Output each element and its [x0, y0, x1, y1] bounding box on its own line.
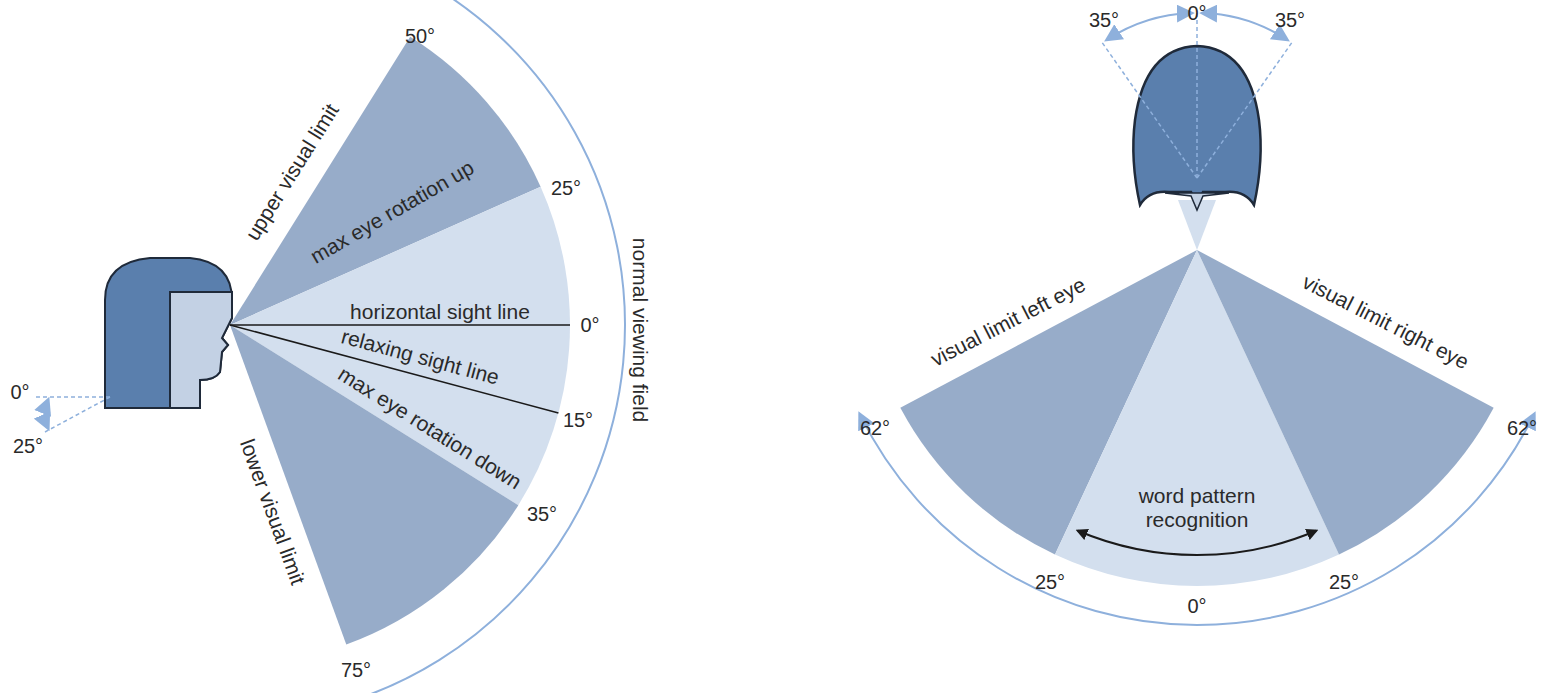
angle-value: 75°	[341, 659, 371, 682]
angle-value: 25°	[551, 177, 581, 200]
angle-value: 62°	[1507, 417, 1537, 440]
angle-value: 50°	[405, 25, 435, 48]
angle-value: 0°	[10, 381, 29, 404]
sight-ray	[1196, 13, 1198, 178]
angle-value: 0°	[580, 314, 599, 337]
sight-ray	[1197, 43, 1292, 178]
angle-arc	[1107, 13, 1191, 40]
head-side	[105, 258, 232, 408]
angle-value: 62°	[860, 417, 890, 440]
range-arc	[332, 0, 625, 693]
sight-ray	[1102, 43, 1197, 178]
angle-value: 25°	[1035, 571, 1065, 594]
angle-value: 35°	[1089, 9, 1119, 32]
line-label: horizontal sight line	[350, 300, 530, 324]
angle-value: 0°	[1187, 2, 1206, 25]
angle-arc	[1203, 13, 1287, 40]
angle-value: 25°	[1329, 571, 1359, 594]
face	[170, 292, 232, 408]
angle-value: 15°	[563, 409, 593, 432]
angle-value: 35°	[527, 503, 557, 526]
angle-value: 0°	[1187, 595, 1206, 618]
zone-label: word pattern recognition	[1097, 484, 1297, 532]
sight-line	[230, 324, 570, 326]
field-label: normal viewing field	[628, 238, 652, 422]
range-arc	[860, 414, 1534, 625]
angle-value: 25°	[13, 435, 43, 458]
angle-value: 35°	[1275, 9, 1305, 32]
recognition-arrow	[1078, 531, 1316, 555]
view-sector	[230, 325, 518, 644]
